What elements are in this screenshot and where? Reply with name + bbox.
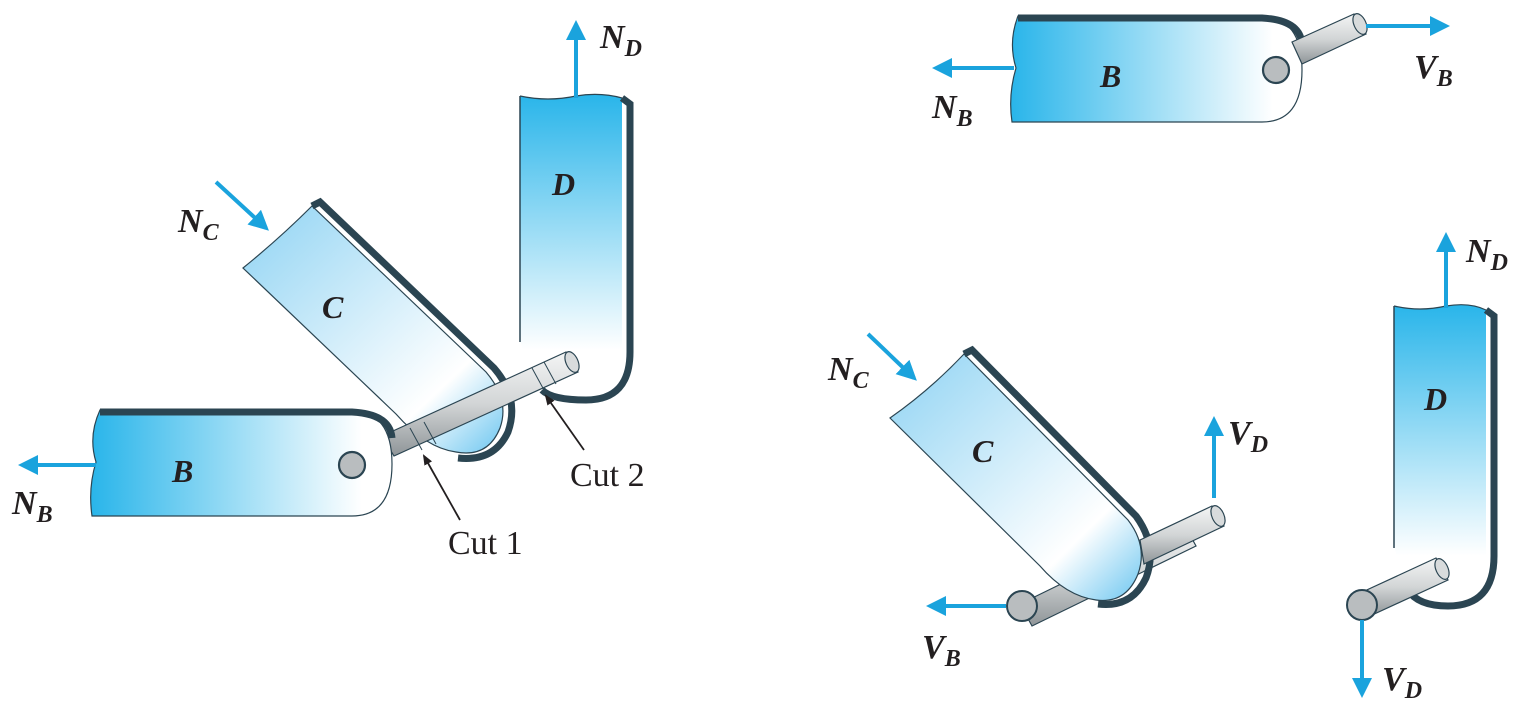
fbd-member-b: B VB NB: [931, 13, 1453, 132]
force-nc-right: NC: [827, 332, 917, 394]
fbd-c-label: C: [972, 433, 994, 469]
svg-text:NB: NB: [11, 485, 53, 528]
force-nd-right: ND: [1436, 232, 1508, 308]
svg-text:NB: NB: [931, 89, 973, 132]
svg-text:ND: ND: [1465, 233, 1508, 276]
fbd-b-label: B: [1099, 58, 1121, 94]
svg-text:VB: VB: [1414, 49, 1453, 92]
member-c-label: C: [322, 289, 344, 325]
member-b-label: B: [171, 453, 193, 489]
cut-1-annotation: Cut 1: [422, 454, 523, 562]
force-vb-top: VB: [1366, 16, 1453, 92]
force-vd-on-d: VD: [1352, 620, 1422, 704]
force-nd-left: ND: [566, 19, 642, 98]
cut-1-label: Cut 1: [448, 525, 523, 562]
svg-text:NC: NC: [827, 351, 870, 394]
svg-text:VD: VD: [1382, 661, 1422, 704]
svg-text:VB: VB: [922, 629, 961, 672]
force-nb-top: NB: [931, 58, 1014, 132]
fbd-member-d: D ND VD: [1346, 232, 1508, 704]
force-vb-on-c: VB: [922, 596, 1006, 672]
svg-text:ND: ND: [599, 19, 642, 62]
member-d-assembled: D: [519, 93, 634, 404]
cut-2-label: Cut 2: [570, 457, 645, 494]
force-nc-left: NC: [177, 180, 269, 246]
cut-2-annotation: Cut 2: [544, 394, 645, 494]
force-vd-on-c: VD: [1204, 415, 1268, 498]
svg-text:NC: NC: [177, 203, 220, 246]
fbd-d-label: D: [1423, 381, 1447, 417]
member-c-assembled: C: [242, 197, 516, 462]
assembly-left: D C B ND NC: [11, 19, 645, 562]
svg-text:VD: VD: [1228, 415, 1268, 458]
member-d-label: D: [551, 166, 575, 202]
member-b-assembled: B: [90, 408, 396, 517]
force-nb-left: NB: [11, 455, 96, 528]
fbd-member-c: C NC VD VB: [827, 332, 1268, 672]
